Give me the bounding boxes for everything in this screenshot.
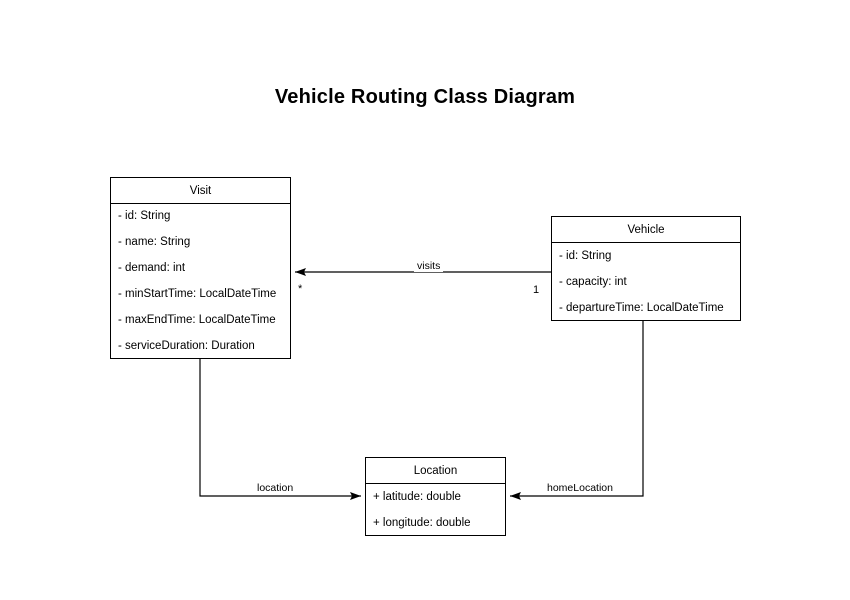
attribute-row: + longitude: double	[373, 516, 471, 529]
edge-label-visits: visits	[414, 260, 444, 272]
attribute-row: - id: String	[559, 249, 612, 262]
attribute-row: - minStartTime: LocalDateTime	[118, 287, 277, 300]
page-title: Vehicle Routing Class Diagram	[274, 86, 576, 108]
class-attributes-visit: - id: String - name: String - demand: in…	[111, 204, 290, 359]
attribute-row: - maxEndTime: LocalDateTime	[118, 313, 276, 326]
class-name-visit: Visit	[111, 178, 290, 204]
attribute-row: - serviceDuration: Duration	[118, 339, 255, 352]
class-name-vehicle: Vehicle	[552, 217, 740, 243]
attribute-row: - capacity: int	[559, 275, 627, 288]
class-box-visit[interactable]: Visit - id: String - name: String - dema…	[110, 177, 291, 359]
class-box-vehicle[interactable]: Vehicle - id: String - capacity: int - d…	[551, 216, 741, 321]
multiplicity-visit-side: *	[298, 283, 303, 295]
edge-location	[199, 359, 361, 500]
edge-label-home-location: homeLocation	[544, 482, 616, 494]
attribute-row: + latitude: double	[373, 490, 461, 503]
class-attributes-location: + latitude: double + longitude: double	[366, 484, 505, 536]
class-box-location[interactable]: Location + latitude: double + longitude:…	[365, 457, 506, 536]
class-name-location: Location	[366, 458, 505, 484]
edge-home-location	[510, 321, 644, 500]
attribute-row: - demand: int	[118, 262, 186, 275]
attribute-row: - departureTime: LocalDateTime	[559, 301, 724, 314]
class-attributes-vehicle: - id: String - capacity: int - departure…	[552, 243, 740, 321]
attribute-row: - name: String	[118, 236, 191, 249]
attribute-row: - id: String	[118, 210, 171, 223]
edge-label-location: location	[254, 482, 297, 494]
multiplicity-vehicle-side: 1	[533, 284, 540, 296]
